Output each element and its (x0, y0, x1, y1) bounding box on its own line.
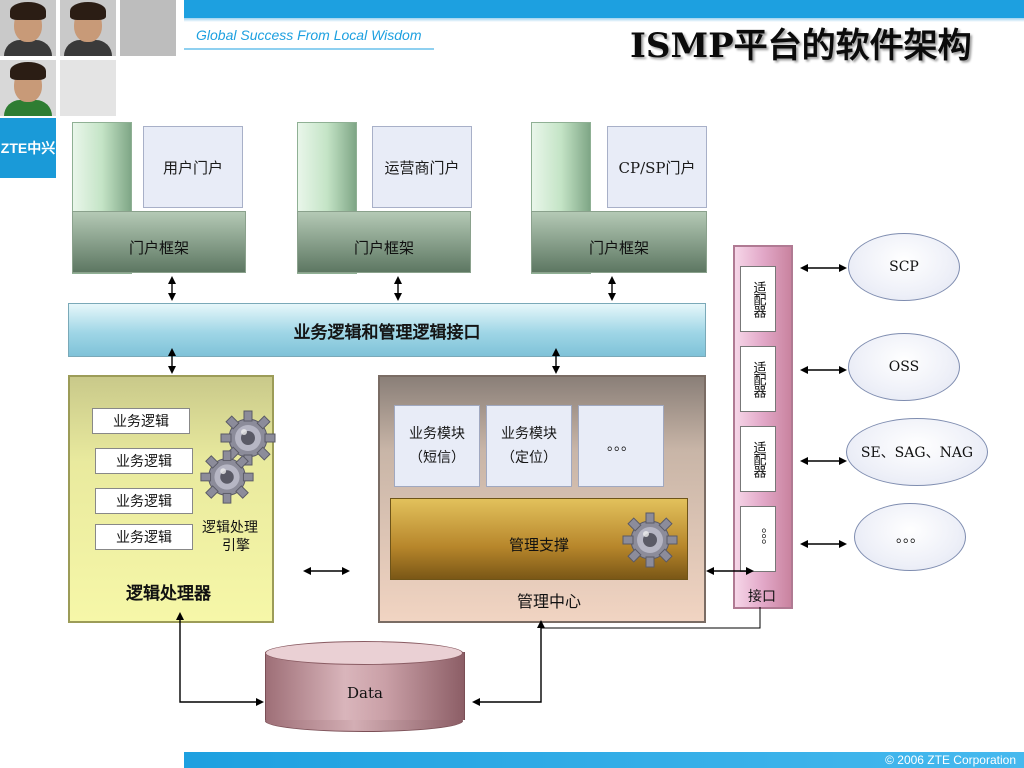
module-line2: （定位） (501, 450, 557, 466)
gear-icon (622, 512, 678, 568)
portal-operator: 运营商门户 (372, 126, 472, 208)
engine-label-line2: 引擎 (222, 538, 250, 554)
adapter-box: 适配器 (740, 426, 776, 492)
engine-label-line1: 逻辑处理 (202, 520, 258, 536)
adapter-column-title: 接口 (748, 589, 776, 605)
module-line1: 。。。 (607, 438, 635, 454)
business-logic-box: 业务逻辑 (95, 448, 193, 474)
logic-processor-title: 逻辑处理器 (126, 584, 211, 604)
business-logic-box: 业务逻辑 (92, 408, 190, 434)
external-oss: OSS (848, 333, 960, 401)
module-location: 业务模块 （定位） (486, 405, 572, 487)
adapter-box: 适配器 (740, 266, 776, 332)
header-photo-3 (0, 60, 56, 116)
adapter-box-more: 。。。 (740, 506, 776, 572)
zte-logo: ZTE中兴 (0, 118, 56, 178)
header-photo-2 (60, 0, 116, 56)
portal-frame-label: 门户框架 (531, 211, 707, 273)
portal-frame-label: 门户框架 (297, 211, 471, 273)
header-photo-blank-2 (60, 60, 116, 116)
header-top-bar (184, 0, 1024, 18)
database-label: Data (347, 684, 383, 702)
portal-frame-label: 门户框架 (72, 211, 246, 273)
adapter-box: 适配器 (740, 346, 776, 412)
database-top (265, 641, 463, 665)
business-logic-box: 业务逻辑 (95, 524, 193, 550)
module-line1: 业务模块 (501, 426, 557, 442)
module-sms: 业务模块 （短信） (394, 405, 480, 487)
module-more: 。。。 (578, 405, 664, 487)
external-se-sag-nag: SE、SAG、NAG (846, 418, 988, 486)
gear-icon (220, 410, 276, 466)
header-photo-blank (120, 0, 176, 56)
header-top-bar-fade (184, 18, 1024, 22)
tagline-underline (184, 48, 434, 50)
page-title: ISMP平台的软件架构 (630, 26, 972, 66)
portal-cpsp: CP/SP门户 (607, 126, 707, 208)
module-line2: （短信） (409, 450, 465, 466)
header-photo-1 (0, 0, 56, 56)
gear-icon (200, 450, 254, 504)
management-support-label: 管理支撑 (509, 536, 570, 554)
footer-bar (184, 752, 1024, 768)
external-scp: SCP (848, 233, 960, 301)
tagline: Global Success From Local Wisdom (196, 27, 422, 43)
management-center-title: 管理中心 (517, 592, 582, 611)
business-logic-box: 业务逻辑 (95, 488, 193, 514)
copyright-text: © 2006 ZTE Corporation (885, 753, 1016, 767)
portal-user: 用户门户 (143, 126, 243, 208)
module-line1: 业务模块 (409, 426, 465, 442)
external-more: 。。。 (854, 503, 966, 571)
